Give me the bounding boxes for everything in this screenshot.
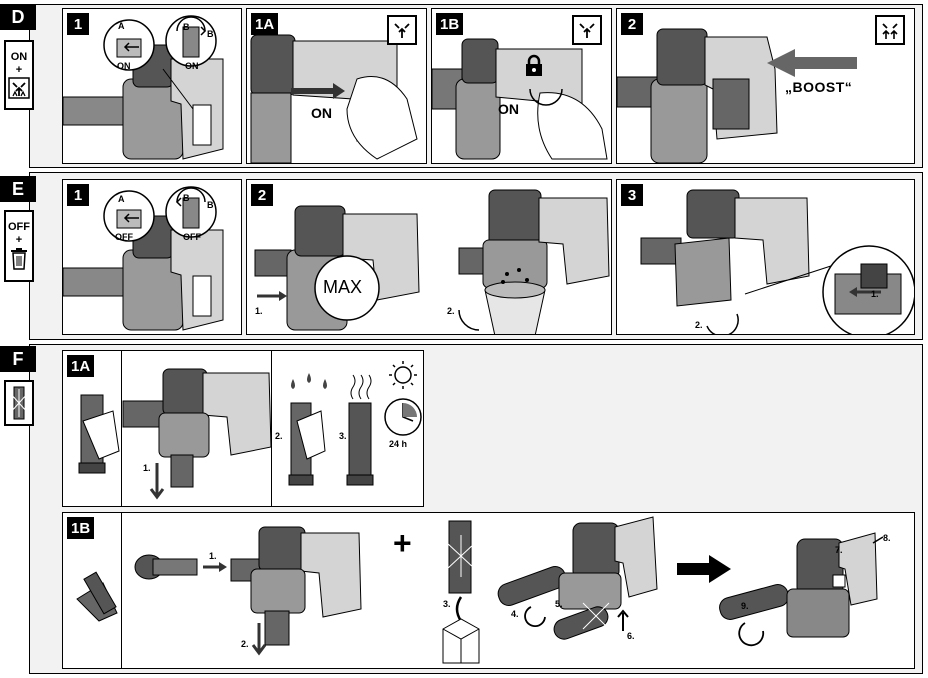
label-off-2: OFF — [183, 232, 201, 242]
label-step-1: 1. — [255, 306, 263, 316]
brush-cleaning-illustration — [76, 516, 884, 664]
label-step-2: 2. — [275, 431, 283, 441]
vacuum-hand-illustration — [432, 38, 608, 160]
panel-divider — [121, 351, 122, 506]
panel-f1b: 1B 1. 2. + 3. — [62, 512, 915, 669]
panel-d2: 2 „BOOST“ — [616, 8, 915, 164]
label-b2: B — [207, 29, 214, 39]
step-tag-d1a: 1A — [251, 13, 279, 35]
airflow-mode-icon-d1b — [572, 15, 602, 45]
panel-divider — [121, 513, 122, 668]
label-step-2: 2. — [447, 306, 455, 316]
label-on: ON — [498, 101, 519, 117]
label-on: ON — [311, 105, 332, 121]
label-step-3: 3. — [443, 599, 451, 609]
lock-icon — [526, 54, 542, 76]
panel-e2: 2 1. MAX 2. — [246, 179, 612, 335]
section-e-mode-box: OFF + — [4, 210, 34, 282]
label-step-8: 8. — [883, 533, 891, 543]
label-step-6: 6. — [627, 631, 635, 641]
label-step-1: 1. — [209, 551, 217, 561]
label-b2: B — [207, 200, 214, 210]
section-d-mode-box: ON + — [4, 40, 34, 110]
label-plus: + — [393, 525, 412, 561]
panel-d1: 1 A B B ON ON — [62, 8, 242, 164]
filter-brush-icon — [9, 386, 29, 420]
panel-e3: 3 1. 2. — [616, 179, 915, 335]
mode-off-label: OFF — [8, 221, 30, 233]
label-max: MAX — [323, 277, 363, 297]
mode-plus-label: + — [15, 234, 23, 246]
label-step-2: 2. — [695, 320, 703, 330]
label-step-9: 9. — [741, 601, 749, 611]
label-step-5: 5. — [555, 599, 563, 609]
airflow-mode-icon — [8, 77, 30, 99]
label-step-1: 1. — [143, 463, 151, 473]
label-step-2: 2. — [241, 639, 249, 649]
panel-d1b: 1B ON — [431, 8, 612, 164]
airflow-mode-icon — [579, 23, 595, 38]
step-tag-f1a: 1A — [67, 355, 95, 377]
airflow-mode-icon — [394, 23, 410, 38]
panel-divider — [271, 351, 272, 506]
boost-mode-icon — [882, 23, 898, 39]
label-on-2: ON — [185, 61, 199, 71]
zoom-circle-b — [165, 15, 217, 67]
label-step-7: 7. — [835, 545, 843, 555]
step-tag-e3: 3 — [621, 184, 643, 206]
step-tag-d1b: 1B — [436, 13, 464, 35]
step-tag-e2: 2 — [251, 184, 273, 206]
zoom-circle-a — [103, 190, 155, 242]
step-tag-d1: 1 — [67, 13, 89, 35]
label-time: 24 h — [389, 439, 408, 449]
label-boost: „BOOST“ — [785, 79, 853, 95]
panel-e1: 1 A B B OFF OFF — [62, 179, 242, 335]
airflow-mode-icon-d1a — [387, 15, 417, 45]
panel-d1a: 1A ON — [246, 8, 427, 164]
section-e-tag: E — [0, 176, 36, 202]
dustbin-release-illustration — [640, 189, 914, 334]
mode-on-label: ON — [10, 51, 28, 63]
trash-bin-icon — [11, 248, 27, 270]
panel-f1a: 1A 1. 2. 3. 24 h — [62, 350, 424, 507]
section-f-tag: F — [0, 346, 36, 372]
label-a: A — [118, 194, 125, 204]
boost-mode-icon-d2 — [875, 15, 905, 45]
label-off-1: OFF — [115, 232, 133, 242]
section-d-tag: D — [0, 4, 36, 30]
label-step-1: 1. — [871, 289, 879, 299]
vacuum-hand-illustration — [250, 34, 418, 163]
step-tag-d2: 2 — [621, 13, 643, 35]
step-tag-e1: 1 — [67, 184, 89, 206]
vacuum-boost-illustration — [617, 28, 857, 163]
label-on-1: ON — [117, 61, 131, 71]
label-step-3: 3. — [339, 431, 347, 441]
mode-plus-label: + — [15, 64, 23, 76]
vacuum-illustration — [63, 44, 224, 160]
label-a: A — [118, 21, 125, 31]
filter-removal-illustration — [78, 361, 422, 500]
section-f-mode-box — [4, 380, 34, 426]
zoom-circle-b — [165, 186, 217, 238]
step-tag-f1b: 1B — [67, 517, 95, 539]
zoom-circle-a — [103, 19, 155, 71]
label-step-4: 4. — [511, 609, 519, 619]
label-b1: B — [183, 22, 190, 32]
dustbin-max-illustration — [254, 189, 610, 334]
label-b1: B — [183, 193, 190, 203]
